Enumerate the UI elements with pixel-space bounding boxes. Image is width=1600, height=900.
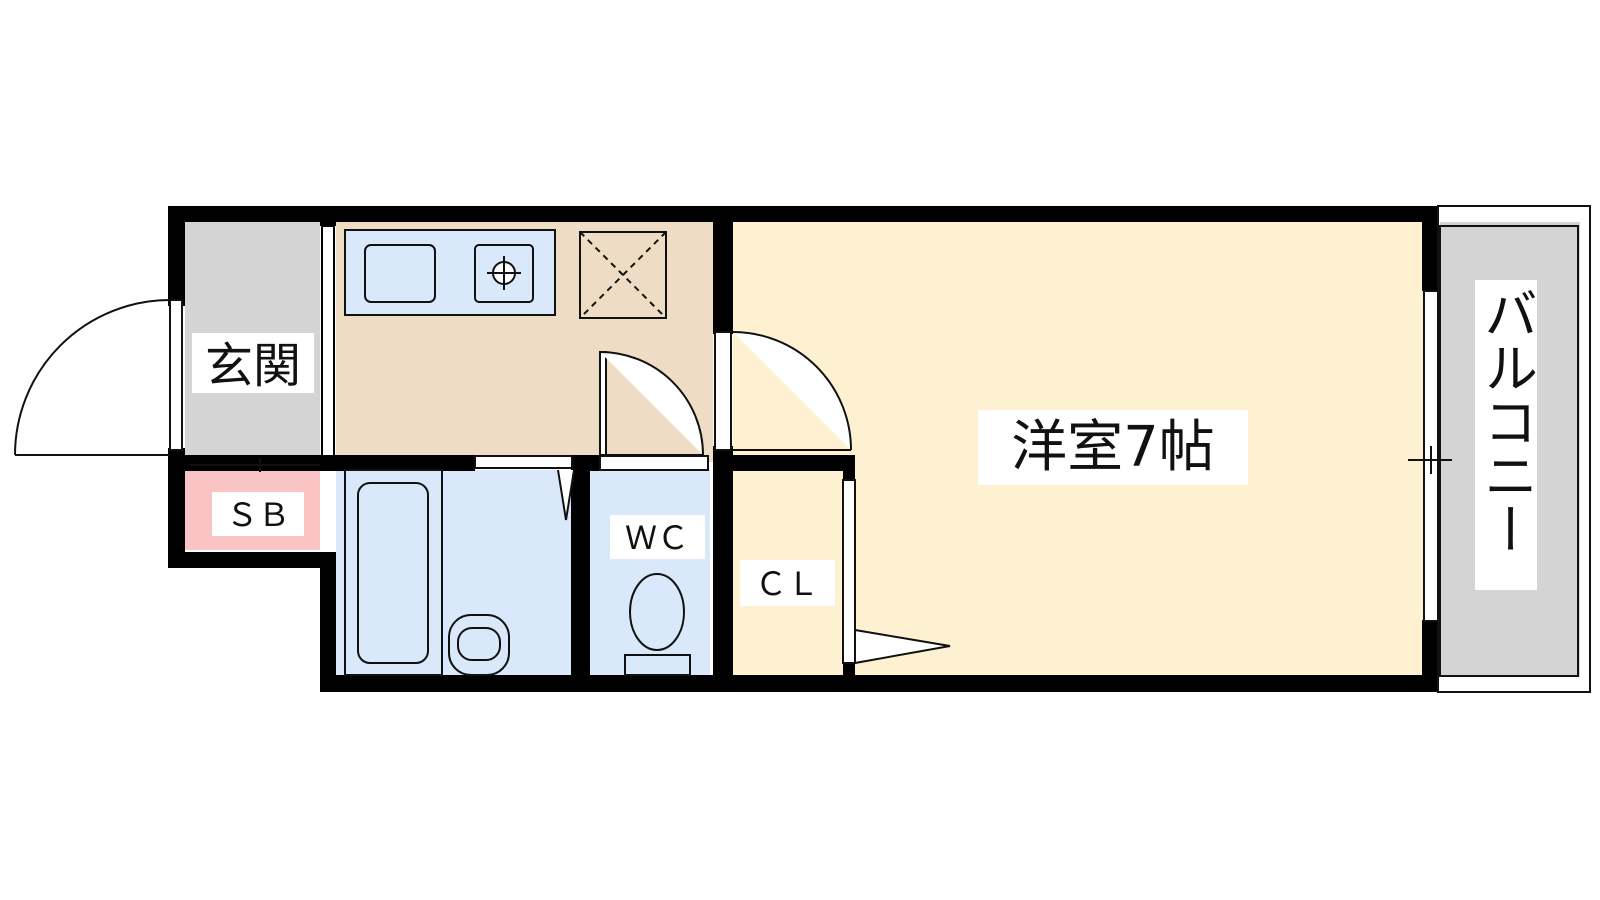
wc-label-group: ＷＣ (610, 515, 705, 559)
shoe-box-door (190, 458, 320, 472)
closet-door (842, 479, 951, 665)
shoe-box-label-group: ＳＢ (212, 492, 304, 536)
bath-fixtures (344, 469, 510, 676)
western-room-label-group: 洋室7帖 (978, 410, 1248, 485)
sink-icon (364, 244, 436, 303)
walls (168, 206, 1438, 692)
wc-label: ＷＣ (625, 519, 689, 557)
entrance-door (14, 299, 183, 456)
entrance-label-group: 玄関 (192, 333, 314, 394)
balcony-window (1408, 290, 1452, 622)
western-room-label: 洋室7帖 (1011, 415, 1215, 480)
room-door (714, 331, 852, 451)
kitchen-counter (344, 229, 556, 316)
wc-door-sill (599, 455, 709, 471)
entrance-label: 玄関 (205, 338, 301, 394)
entrance-partition (321, 225, 335, 457)
bath-door (474, 455, 575, 521)
toilet-icon (624, 573, 691, 676)
fridge-space-icon (579, 231, 667, 319)
shoe-box-label: ＳＢ (226, 496, 290, 534)
closet-label-group: ＣＬ (740, 560, 835, 606)
balcony-label: バルコニー (1475, 286, 1538, 556)
bathtub-icon (357, 482, 429, 664)
closet-label: ＣＬ (755, 565, 819, 603)
balcony-label-group: バルコニー (1475, 280, 1538, 590)
